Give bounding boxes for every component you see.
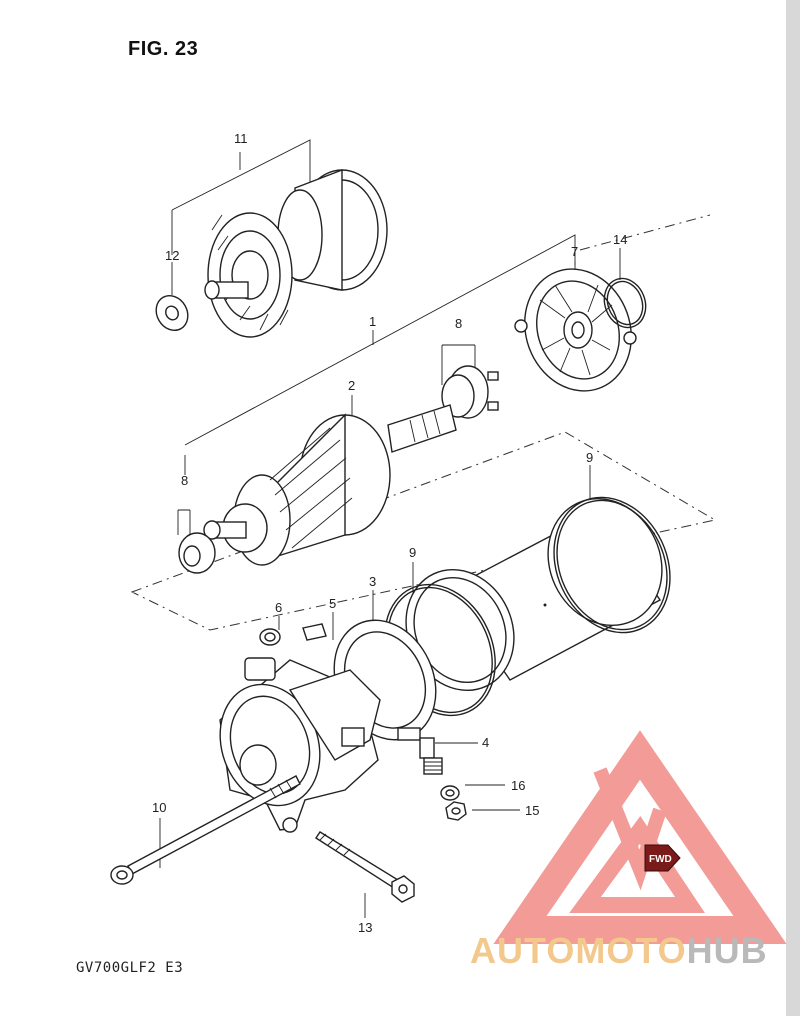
- brush-5: [302, 623, 327, 641]
- fwd-badge-label: FWD: [649, 854, 672, 865]
- brand-part-2: HUB: [686, 930, 768, 971]
- bolt-13: [315, 831, 415, 903]
- callout-7: 7: [571, 244, 578, 259]
- callout-10: 10: [152, 800, 166, 815]
- armature-2: [203, 404, 457, 566]
- model-code: GV700GLF2 E3: [76, 960, 184, 976]
- washer-12: [155, 295, 189, 331]
- callout-3: 3: [369, 574, 376, 589]
- callout-9-lower: 9: [409, 545, 416, 560]
- callout-8-right: 8: [455, 316, 462, 331]
- o-ring-14: [603, 277, 647, 329]
- leader-lines: [130, 139, 717, 918]
- starter-clutch-assembly: [204, 168, 388, 338]
- callout-2: 2: [348, 378, 355, 393]
- callout-13: 13: [358, 920, 372, 935]
- callout-1: 1: [369, 314, 376, 329]
- yoke-housing: [405, 497, 663, 692]
- watermark-logo: [493, 730, 787, 944]
- watermark-brand: AUTOMOTOHUB: [470, 930, 768, 972]
- callout-15: 15: [525, 803, 539, 818]
- washer-set-8-left: [178, 532, 216, 574]
- scan-edge: [786, 0, 800, 1016]
- callout-12: 12: [165, 248, 179, 263]
- terminal-bolt-4: [419, 737, 443, 775]
- o-ring-9-upper: [553, 496, 671, 634]
- rear-housing: [219, 657, 381, 833]
- spring-6: [259, 628, 281, 646]
- callout-8-left: 8: [181, 473, 188, 488]
- nut-15: [445, 801, 467, 821]
- figure-title: FIG. 23: [128, 38, 199, 60]
- callout-5: 5: [329, 596, 336, 611]
- callout-14: 14: [613, 232, 627, 247]
- callout-11: 11: [234, 131, 248, 146]
- end-cover-7: [514, 268, 637, 392]
- callout-6: 6: [275, 600, 282, 615]
- callout-labels: 11 12 14 7 1 8 2 8 9 9 3 5 6 4 16 15 10 …: [152, 131, 627, 935]
- washer-16: [440, 785, 460, 801]
- callout-4: 4: [482, 735, 489, 750]
- callout-9-upper: 9: [586, 450, 593, 465]
- brand-part-1: AUTOMOTO: [470, 930, 687, 971]
- fwd-badge: FWD: [644, 844, 681, 872]
- callout-16: 16: [511, 778, 525, 793]
- washer-set-8-right: [441, 365, 499, 419]
- through-bolt-10: [110, 775, 301, 885]
